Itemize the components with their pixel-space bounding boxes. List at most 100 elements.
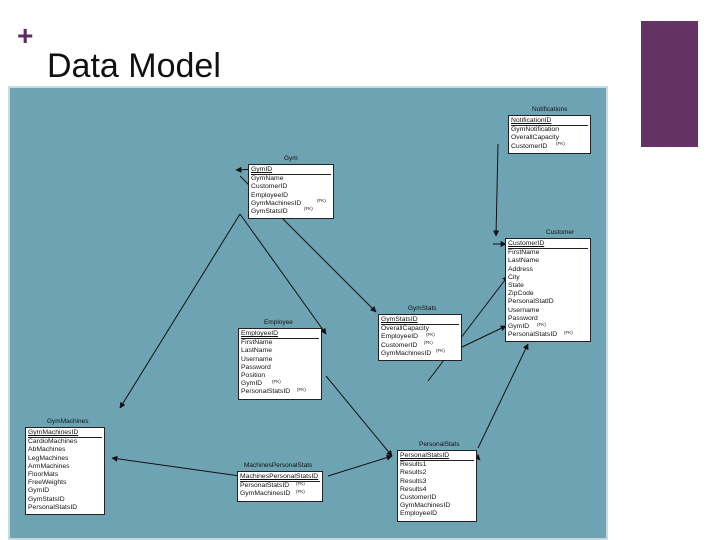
entity-box: EmployeeID FirstName LastName Username P… xyxy=(238,328,322,400)
entity-field: GymID xyxy=(251,166,331,176)
entity-field: LastName xyxy=(508,257,539,265)
entity-customer: Customer CustomerID FirstName LastName A… xyxy=(505,229,591,343)
entity-title: Notifications xyxy=(532,106,568,113)
entity-field: GymMachinesID xyxy=(400,502,451,510)
fk-marker: (FK) xyxy=(564,330,573,335)
relationship-line xyxy=(493,143,500,237)
entity-field: LegMachines xyxy=(28,454,69,462)
entity-title: PersonalStats xyxy=(419,441,460,448)
entity-field: Password xyxy=(508,314,538,322)
entity-field: Results2 xyxy=(400,469,427,477)
relationship-line xyxy=(239,213,327,335)
entity-field: GymMachinesID xyxy=(28,429,102,439)
entity-box: GymMachinesID CardioMachines AbMachines … xyxy=(25,427,105,516)
entity-field: FloorMats xyxy=(28,471,59,479)
entity-title: Customer xyxy=(546,229,575,236)
fk-marker: (FK) xyxy=(426,332,435,337)
entity-field: GymStatsID xyxy=(381,316,459,326)
relationship-line xyxy=(111,455,241,477)
entity-field: GymMachinesID xyxy=(240,490,291,498)
entity-field: Username xyxy=(508,306,540,314)
entity-field: GymNotification xyxy=(511,126,559,134)
entity-gymmachines: GymMachines GymMachinesID CardioMachines… xyxy=(25,418,105,516)
entity-field: City xyxy=(508,273,520,281)
entity-machinespersonalstats: MachinesPersonalStats MachinesPersonalSt… xyxy=(237,462,323,502)
fk-marker: (FK) xyxy=(272,379,281,384)
entity-field: MachinesPersonalStatsID xyxy=(240,473,320,483)
entity-gym: Gym GymID GymName CustomerID EmployeeID … xyxy=(248,155,334,220)
fk-marker: (FK) xyxy=(296,481,305,486)
entity-field: GymMachinesID xyxy=(381,349,432,357)
entity-field: GymName xyxy=(251,175,284,183)
entity-gymstats: GymStats GymStatsID OverallCapacity Empl… xyxy=(378,305,462,362)
entity-field: ArmMachines xyxy=(28,462,70,470)
relationship-line xyxy=(459,325,507,349)
fk-marker: (FK) xyxy=(424,340,433,345)
fk-marker: (FK) xyxy=(297,387,306,392)
entity-field: PersonalStatsID xyxy=(508,331,558,339)
entity-field: OverallCapacity xyxy=(511,134,559,142)
fk-marker: (FK) xyxy=(296,489,305,494)
er-diagram: Notifications NotificationID GymNotifica… xyxy=(8,86,608,540)
entity-box: GymID GymName CustomerID EmployeeID GymM… xyxy=(248,164,334,220)
entity-field: State xyxy=(508,282,524,290)
entity-field: FirstName xyxy=(241,339,273,347)
slide-title: Data Model xyxy=(47,47,221,85)
entity-field: OverallCapacity xyxy=(381,325,429,333)
entity-field: AbMachines xyxy=(28,446,66,454)
entity-field: CustomerID xyxy=(511,142,548,150)
entity-field: EmployeeID xyxy=(381,333,419,341)
entity-personalstats: PersonalStats PersonalStatsID Results1 R… xyxy=(397,441,477,522)
entity-field: LastName xyxy=(241,347,272,355)
entity-box: NotificationID GymNotification OverallCa… xyxy=(508,115,591,154)
entity-field: Results1 xyxy=(400,461,427,469)
entity-field: CustomerID xyxy=(400,494,437,502)
entity-title: Gym xyxy=(284,155,298,162)
entity-title: Employee xyxy=(264,319,293,326)
entity-employee: Employee EmployeeID FirstName LastName U… xyxy=(238,319,322,400)
fk-marker: (FK) xyxy=(304,206,313,211)
entity-box: GymStatsID OverallCapacity EmployeeID Cu… xyxy=(378,314,462,362)
entity-field: GymMachinesID xyxy=(251,199,302,207)
entity-title: GymStats xyxy=(408,305,437,312)
entity-field: NotificationID xyxy=(511,117,588,127)
entity-field: GymStatsID xyxy=(28,495,65,503)
entity-field: Password xyxy=(241,363,271,371)
entity-field: PersonalStatsID xyxy=(241,388,291,396)
entity-field: ZipCode xyxy=(508,290,534,298)
entity-title: MachinesPersonalStats xyxy=(244,462,313,469)
entity-field: PersonalStatsID xyxy=(28,503,78,511)
entity-field: GymID xyxy=(28,487,50,495)
entity-field: Username xyxy=(241,355,273,363)
entity-field: Address xyxy=(508,265,533,273)
entity-field: EmployeeID xyxy=(251,191,289,199)
accent-bar xyxy=(641,21,698,147)
relationship-line xyxy=(427,275,509,382)
fk-marker: (FK) xyxy=(537,322,546,327)
fk-marker: (FK) xyxy=(436,348,445,353)
entity-field: FreeWeights xyxy=(28,479,67,487)
relationship-line xyxy=(327,454,393,477)
entity-field: EmployeeID xyxy=(400,510,438,518)
entity-field: Results4 xyxy=(400,485,427,493)
entity-field: Results3 xyxy=(400,477,427,485)
entity-field: CustomerID xyxy=(508,240,588,250)
entity-field: PersonalStatsID xyxy=(400,452,474,462)
relationship-line xyxy=(477,343,529,449)
relationship-line xyxy=(325,375,393,457)
fk-marker: (FK) xyxy=(556,141,565,146)
entity-field: CustomerID xyxy=(251,183,288,191)
entity-field: Position xyxy=(241,372,266,380)
entity-field: GymStatsID xyxy=(251,208,288,216)
entity-field: FirstName xyxy=(508,249,540,257)
relationship-line xyxy=(474,454,481,461)
entity-field: PersonalStatsID xyxy=(240,482,290,490)
entity-field: PersonalStatID xyxy=(508,298,554,306)
entity-field: EmployeeID xyxy=(241,330,319,340)
plus-icon: + xyxy=(17,20,34,51)
entity-box: PersonalStatsID Results1 Results2 Result… xyxy=(397,450,477,522)
entity-field: CardioMachines xyxy=(28,438,78,446)
fk-marker: (FK) xyxy=(317,198,326,203)
entity-notifications: Notifications NotificationID GymNotifica… xyxy=(508,106,591,154)
relationship-line xyxy=(119,213,241,409)
